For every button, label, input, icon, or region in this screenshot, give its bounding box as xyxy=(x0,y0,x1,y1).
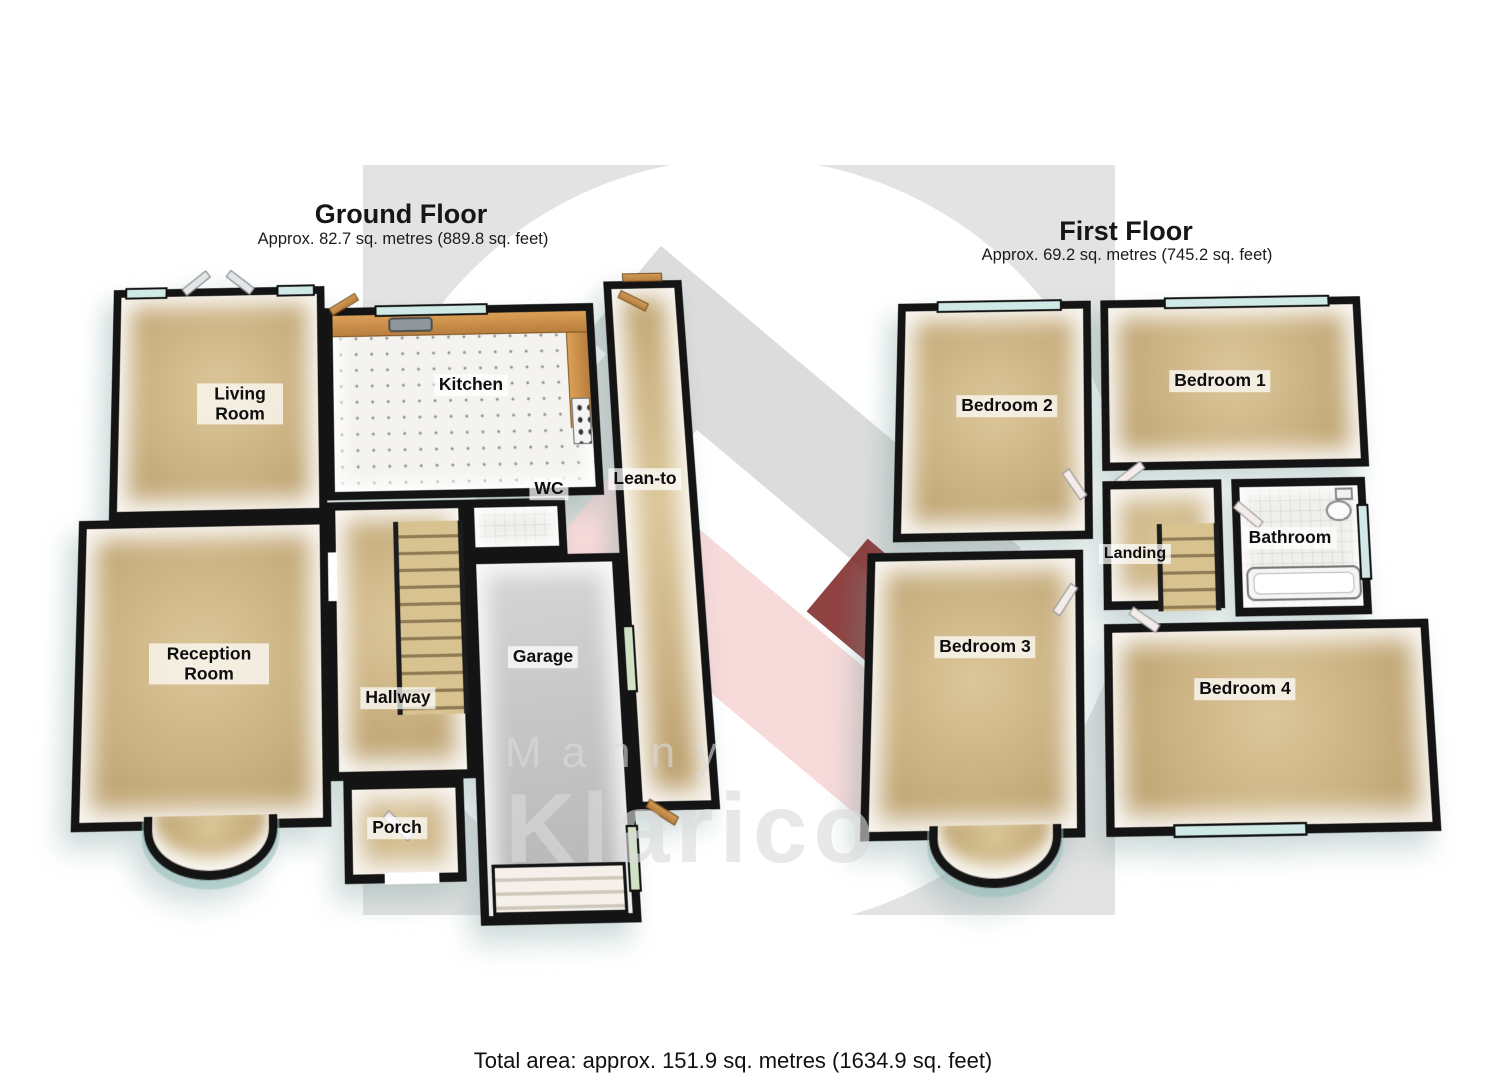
toilet-icon xyxy=(1325,499,1353,522)
room-bedroom-3 xyxy=(859,549,1086,890)
label-bedroom-3: Bedroom 3 xyxy=(934,636,1036,658)
window-icon xyxy=(374,303,489,318)
sink-icon xyxy=(388,316,433,333)
door-icon xyxy=(645,798,680,826)
bathtub-icon xyxy=(1246,565,1363,602)
french-door-icon xyxy=(225,269,255,296)
window-icon xyxy=(125,287,168,300)
label-hallway: Hallway xyxy=(360,687,436,709)
label-wc: WC xyxy=(529,478,569,500)
doorway-opening xyxy=(326,552,338,602)
ground-floor-title: Ground Floor xyxy=(314,199,488,229)
room-bedroom-2 xyxy=(892,299,1094,543)
door-icon xyxy=(1061,468,1088,501)
label-garage: Garage xyxy=(507,646,579,668)
label-kitchen: Kitchen xyxy=(433,374,509,396)
room-hallway xyxy=(326,499,476,782)
ground-floor-area: Approx. 82.7 sq. metres (889.8 sq. feet) xyxy=(257,230,549,248)
room-wc xyxy=(465,497,568,556)
front-door-icon xyxy=(621,272,663,283)
room-kitchen xyxy=(324,292,605,501)
window-icon xyxy=(625,824,642,893)
label-living-room: Living Room xyxy=(197,383,283,425)
label-bedroom-2: Bedroom 2 xyxy=(956,395,1058,417)
door-icon xyxy=(1052,582,1079,617)
label-bedroom-1: Bedroom 1 xyxy=(1169,370,1271,392)
ground-floor-plan xyxy=(36,245,735,943)
toilet-tank-icon xyxy=(1334,487,1354,501)
room-bedroom-4 xyxy=(1103,606,1442,839)
door-icon xyxy=(617,289,649,312)
label-lean-to: Lean-to xyxy=(608,468,682,490)
window-icon xyxy=(1356,503,1373,580)
garage-door-icon xyxy=(491,861,629,917)
french-door-icon xyxy=(181,270,211,297)
label-bedroom-4: Bedroom 4 xyxy=(1194,678,1296,700)
staircase xyxy=(393,520,470,715)
window-icon xyxy=(276,284,315,297)
bay-window-icon xyxy=(142,814,278,882)
label-reception-room: Reception Room xyxy=(149,643,269,685)
label-bathroom: Bathroom xyxy=(1243,527,1337,549)
room-garage xyxy=(467,552,642,926)
window-icon xyxy=(936,299,1062,313)
door-icon xyxy=(1128,606,1161,634)
window-icon xyxy=(1173,821,1308,839)
stove-icon xyxy=(571,397,593,445)
door-icon xyxy=(328,292,360,317)
first-floor-title: First Floor xyxy=(1059,216,1193,246)
porch-opening xyxy=(384,871,440,885)
label-landing: Landing xyxy=(1098,544,1172,564)
total-area-text: Total area: approx. 151.9 sq. metres (16… xyxy=(473,1048,993,1073)
staircase xyxy=(1156,523,1222,612)
label-porch: Porch xyxy=(367,817,427,839)
door-icon xyxy=(1232,500,1264,529)
first-floor-area: Approx. 69.2 sq. metres (745.2 sq. feet) xyxy=(981,246,1273,264)
window-icon xyxy=(1163,294,1330,310)
